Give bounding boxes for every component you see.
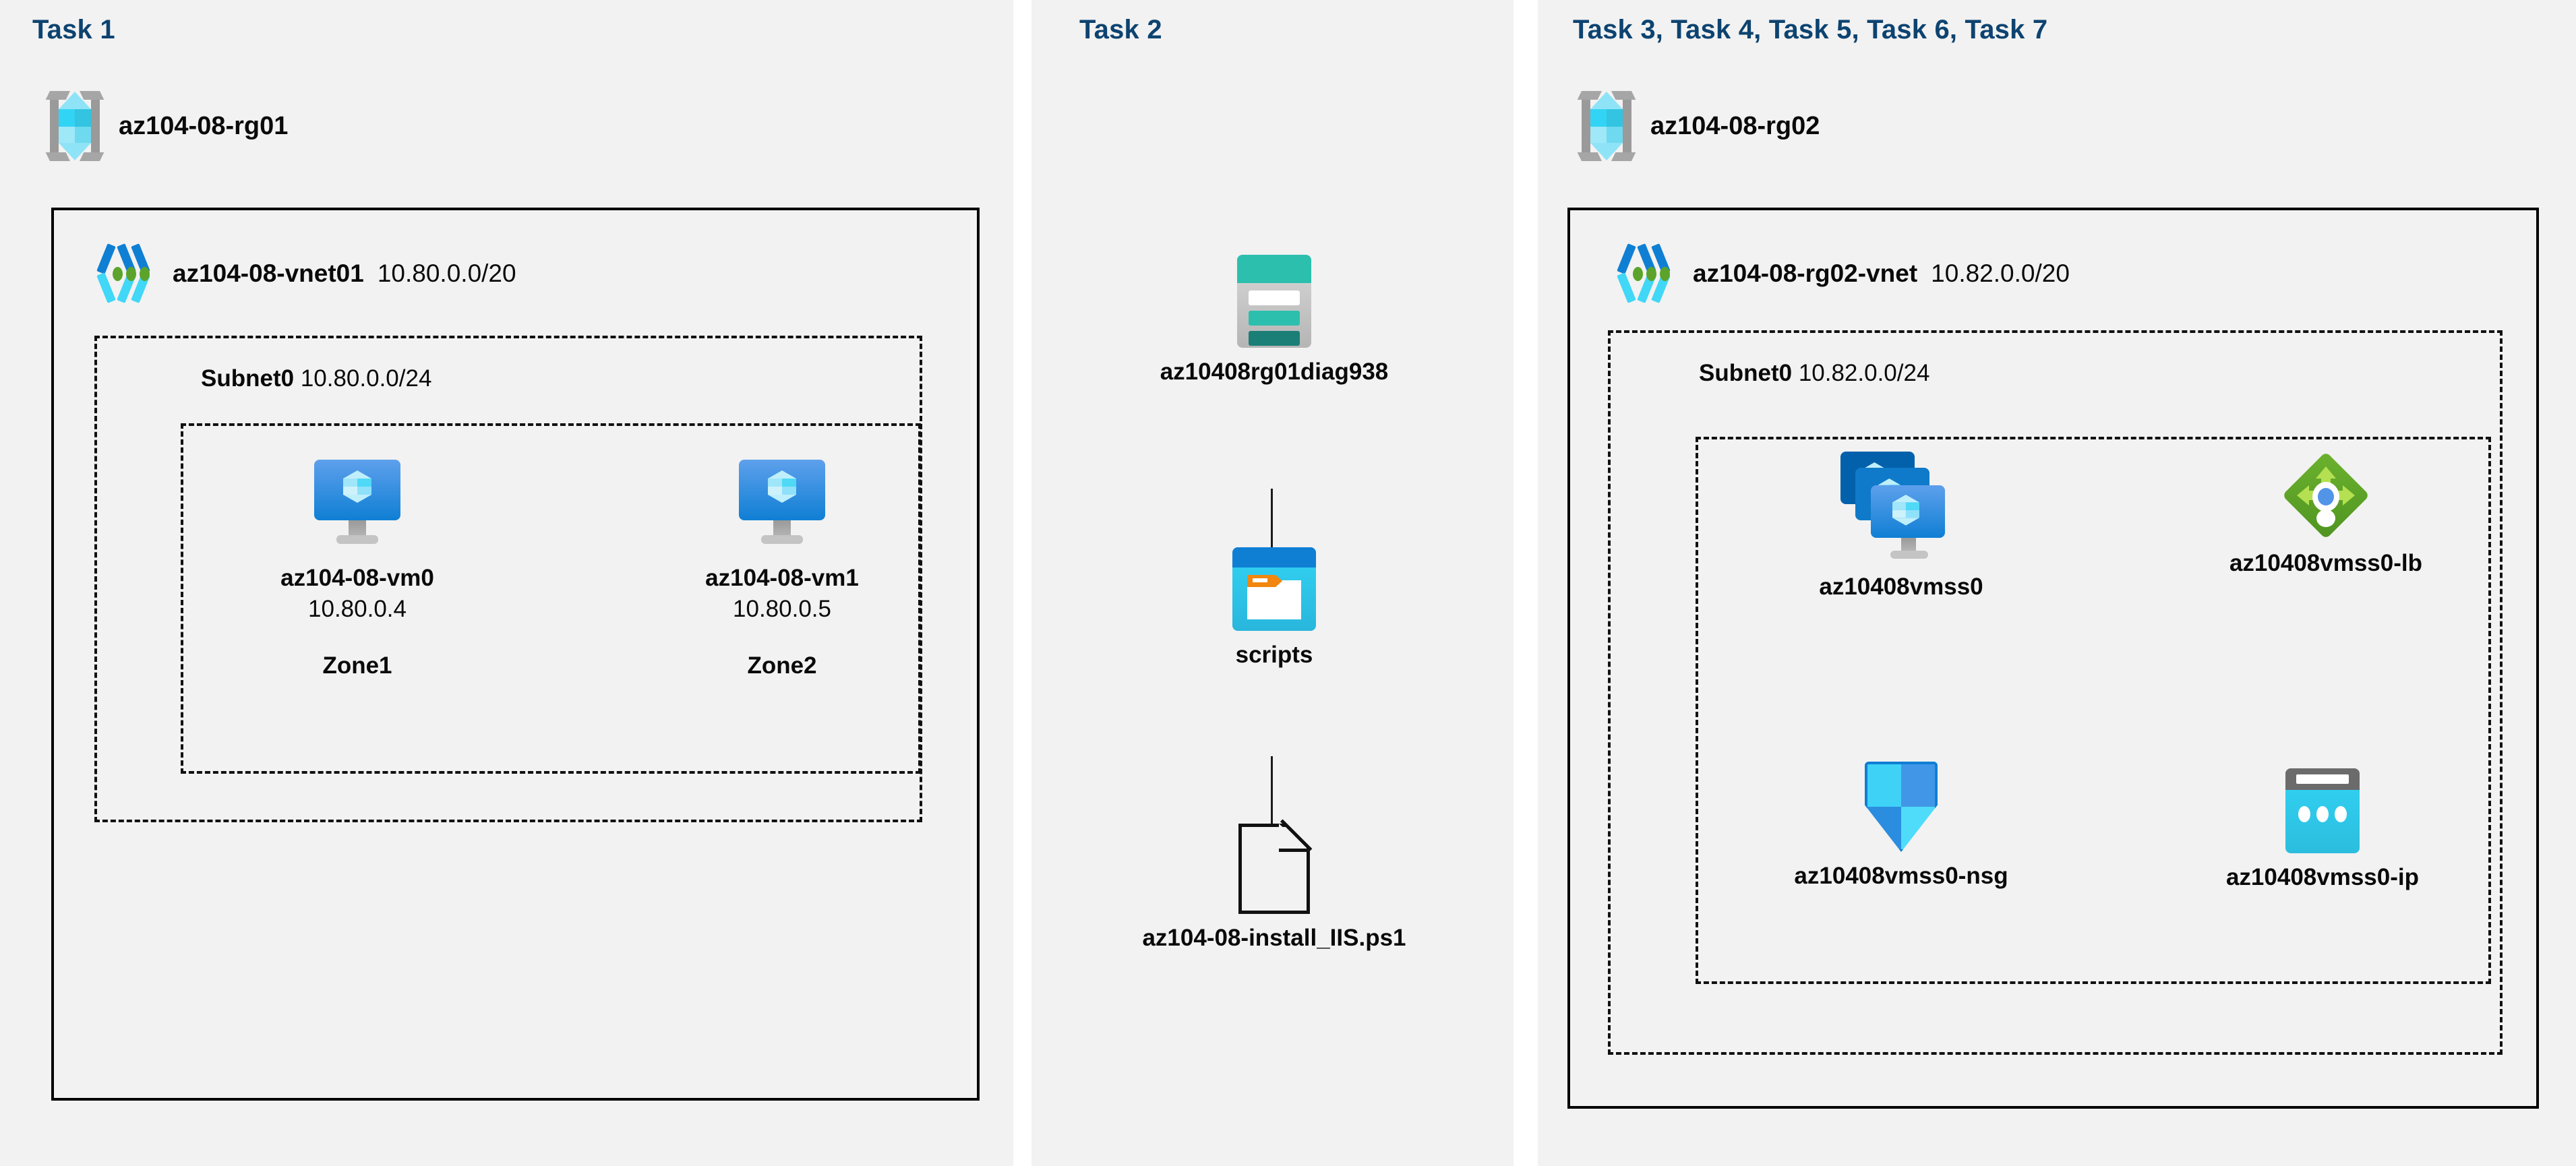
vm1-ip: 10.80.0.5	[733, 596, 831, 622]
connector-scripts-to-file	[1271, 756, 1273, 824]
resource-group-rg02: az104-08-rg02	[1577, 86, 1820, 166]
rg02-subnet-boundary	[1608, 330, 2503, 1055]
panel-task3	[1538, 0, 2576, 1166]
node-load-balancer[interactable]: az10408vmss0-lb	[2174, 451, 2478, 577]
zones-boundary	[181, 423, 921, 774]
resource-group-rg01: az104-08-rg01	[45, 86, 289, 166]
vnet01-cidr: 10.80.0.0/20	[377, 259, 516, 287]
node-script-file[interactable]: az104-08-install_IIS.ps1	[1079, 819, 1470, 952]
rg02-subnet-cidr: 10.82.0.0/24	[1798, 360, 1930, 386]
rg02-subnet-name: Subnet0	[1699, 360, 1793, 386]
panel-task1	[0, 0, 1013, 1166]
task2-header: Task 2	[1079, 15, 1162, 44]
script-file-icon	[1238, 819, 1313, 914]
rg02-inner-boundary	[1696, 437, 2491, 984]
node-network-security-group[interactable]: az10408vmss0-nsg	[1753, 762, 2049, 890]
resource-group-label: az104-08-rg02	[1650, 111, 1820, 140]
vnet01-row: az104-08-vnet01 10.80.0.0/20	[94, 241, 516, 306]
virtual-machine-icon	[731, 453, 833, 554]
network-security-group-icon	[1865, 762, 1938, 852]
node-blob-container[interactable]: scripts	[1187, 547, 1362, 669]
subnet0-name: Subnet0	[201, 365, 295, 392]
network-security-group-name: az10408vmss0-nsg	[1794, 863, 2008, 889]
storage-account-name: az10408rg01diag938	[1160, 359, 1389, 385]
resource-group-label: az104-08-rg01	[119, 111, 289, 140]
blob-container-name: scripts	[1235, 642, 1313, 668]
rg02-vnet-boundary	[1567, 208, 2539, 1109]
vnet01-name: az104-08-vnet01	[173, 259, 364, 287]
subnet0-boundary	[94, 336, 922, 822]
storage-account-icon	[1237, 255, 1311, 348]
resource-group-icon	[45, 86, 104, 166]
rg02-subnet-row: Subnet0 10.82.0.0/24	[1699, 360, 1929, 387]
vm-scale-set-name: az10408vmss0	[1819, 574, 1983, 600]
rg02-vnet-row: az104-08-rg02-vnet 10.82.0.0/20	[1615, 241, 2070, 306]
public-ip-address-icon	[2285, 768, 2360, 853]
vm0-ip: 10.80.0.4	[308, 596, 407, 622]
task1-header: Task 1	[32, 15, 115, 44]
vm0-name: az104-08-vm0	[280, 565, 434, 591]
node-public-ip[interactable]: az10408vmss0-ip	[2178, 768, 2467, 891]
load-balancer-icon	[2281, 451, 2370, 540]
node-vm1[interactable]: az104-08-vm1 10.80.0.5 Zone2	[681, 453, 883, 679]
load-balancer-name: az10408vmss0-lb	[2229, 550, 2423, 576]
virtual-machine-icon	[307, 453, 408, 554]
node-vm0[interactable]: az104-08-vm0 10.80.0.4 Zone1	[256, 453, 458, 679]
resource-group-icon	[1577, 86, 1636, 166]
node-vm-scale-set[interactable]: az10408vmss0	[1760, 452, 2043, 601]
subnet0-cidr: 10.80.0.0/24	[300, 365, 432, 392]
subnet0-row: Subnet0 10.80.0.0/24	[201, 365, 431, 392]
vm-scale-set-icon	[1840, 452, 1962, 563]
rg02-vnet-name: az104-08-rg02-vnet	[1693, 259, 1918, 287]
vm1-zone: Zone2	[747, 652, 817, 679]
vm1-name: az104-08-vm1	[705, 565, 859, 591]
blob-container-icon	[1232, 547, 1316, 631]
rg02-vnet-cidr: 10.82.0.0/20	[1931, 259, 2070, 287]
task3-header: Task 3, Task 4, Task 5, Task 6, Task 7	[1573, 15, 2048, 44]
connector-storage-to-scripts	[1271, 489, 1273, 551]
vm0-zone: Zone1	[322, 652, 392, 679]
virtual-network-icon	[94, 241, 159, 306]
script-file-name: az104-08-install_IIS.ps1	[1142, 925, 1406, 951]
node-storage-account[interactable]: az10408rg01diag938	[1160, 255, 1389, 386]
vnet01-boundary	[51, 208, 980, 1101]
public-ip-name: az10408vmss0-ip	[2225, 864, 2420, 890]
virtual-network-icon	[1615, 241, 1679, 306]
